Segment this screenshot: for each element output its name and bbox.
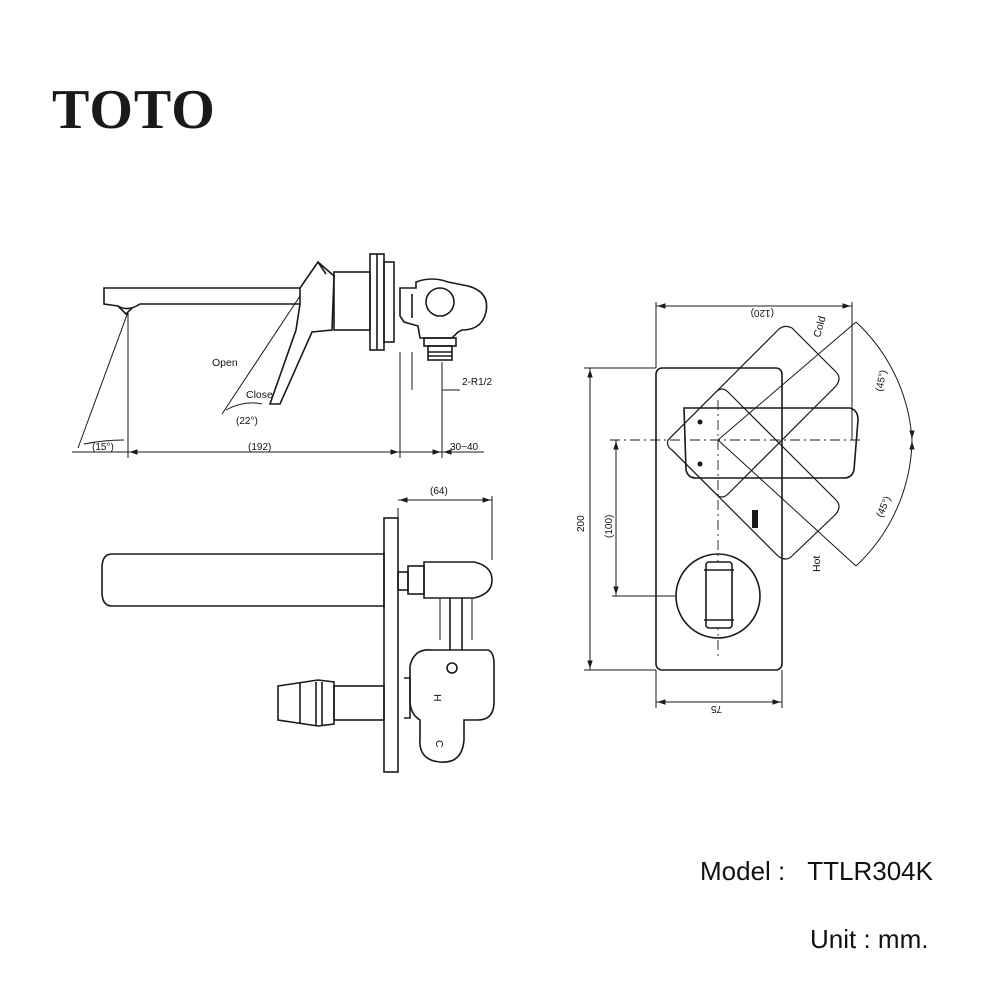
inlet-side (423, 337, 457, 347)
dim-spout-length: (192) (248, 442, 271, 453)
dim-bottom-width: 75 (710, 703, 722, 714)
side-view-dimensions (72, 295, 484, 458)
dim-depth: (64) (430, 486, 448, 497)
dim-top-width: (120) (751, 307, 774, 318)
front-view-dimensions (584, 302, 915, 708)
mixing-valve-top (409, 649, 495, 763)
dim-handle-angle: (22°) (236, 416, 258, 427)
handle-front (683, 407, 859, 479)
top-view-labels: (64) H C (430, 486, 448, 748)
cartridge-top (333, 685, 385, 721)
hot-mark-dot (446, 662, 458, 674)
unit-text: Unit : mm. (810, 924, 929, 954)
dim-hot-angle: (45°) (875, 495, 894, 519)
top-view-dimensions (397, 496, 493, 560)
front-view-labels: (120) 200 (100) 75 (45°) (45°) Cold Hot (576, 307, 894, 714)
wall-plate-top (383, 517, 399, 773)
wall-plate-front (655, 367, 783, 671)
top-view (101, 517, 495, 773)
mark-hot: H (431, 694, 443, 702)
handle-hot-position (667, 388, 840, 560)
spout-top (101, 553, 385, 607)
model-label: Model : (700, 856, 786, 886)
spout-side (103, 287, 301, 310)
diverter-grip (705, 561, 733, 629)
label-hot: Hot (811, 556, 823, 572)
label-close: Close (246, 389, 273, 401)
model-value: TTLR304K (807, 856, 933, 886)
front-view (610, 325, 860, 671)
side-view (103, 253, 488, 405)
model-line: Model : TTLR304K (700, 856, 933, 887)
dim-cold-angle: (45°) (874, 369, 889, 393)
dim-spout-angle: (15°) (92, 442, 114, 453)
dim-wall-range: 30~40 (450, 442, 479, 453)
spout-aerator (117, 305, 133, 316)
dim-total-height: 200 (576, 515, 587, 532)
plate-logo-mark (752, 510, 758, 528)
side-view-labels: (15°) (192) Open Close (22°) 2-R1/2 30~4… (92, 357, 492, 453)
handle-top (277, 679, 335, 727)
label-cold: Cold (811, 315, 828, 339)
handle-cold-position (666, 325, 840, 498)
handle-side (268, 260, 335, 405)
label-thread: 2-R1/2 (462, 377, 492, 388)
spout-valve-top (423, 561, 493, 599)
toto-logo: TOTO (52, 79, 216, 141)
label-open: Open (212, 357, 238, 369)
valve-body-side (399, 278, 488, 339)
dim-center-height: (100) (604, 515, 615, 538)
mark-cold: C (433, 740, 445, 748)
body-side (333, 271, 371, 331)
